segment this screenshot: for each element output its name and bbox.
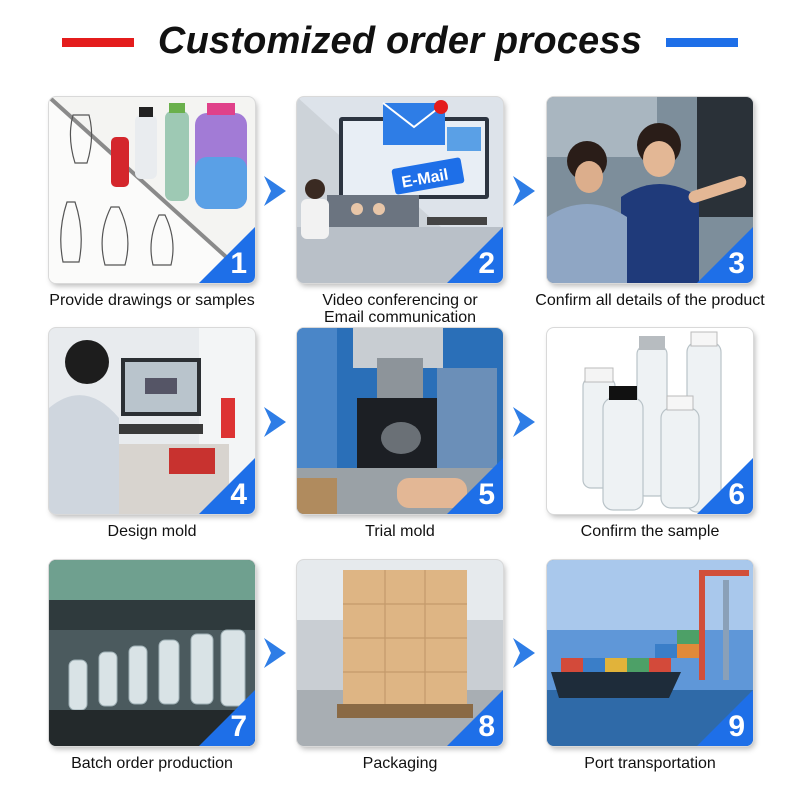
step-card-9: 9: [547, 560, 753, 746]
step-card-5: 5: [297, 328, 503, 514]
video-conference-email-image: E-Mail: [297, 97, 503, 283]
step-label-8: Packaging: [362, 755, 438, 772]
step-card-8: 8: [297, 560, 503, 746]
step-number: 1: [230, 247, 247, 280]
step-card-4: 4: [49, 328, 255, 514]
blue-corner-triangle: [447, 690, 503, 746]
blue-corner-triangle: [697, 458, 753, 514]
chevron-right-icon: [513, 638, 535, 668]
step-number: 7: [230, 710, 247, 743]
step-card-1: 1: [49, 97, 255, 283]
step-label-3: Confirm all details of the product: [535, 292, 765, 309]
blue-decorative-line: [666, 38, 738, 47]
blue-corner-triangle: [697, 227, 753, 283]
step-number: 2: [478, 247, 495, 280]
red-decorative-line: [62, 38, 134, 47]
blue-corner-triangle: [199, 690, 255, 746]
step-label-2-line-2: Email communication: [323, 309, 477, 326]
step-number: 3: [728, 247, 745, 280]
step-number: 5: [478, 478, 495, 511]
step-label-6: Confirm the sample: [580, 523, 720, 540]
step-label-9: Port transportation: [584, 755, 716, 772]
chevron-right-icon: [264, 638, 286, 668]
pallet-packaging-image: [297, 560, 503, 746]
step-number: 6: [728, 478, 745, 511]
chevron-right-icon: [264, 407, 286, 437]
step-label-2: Video conferencing or Email communicatio…: [270, 292, 530, 326]
chevron-right-icon: [513, 176, 535, 206]
drawings-and-bottles-image: [49, 97, 255, 283]
clear-bottle-samples-image: [547, 328, 753, 514]
step-card-3: 3: [547, 97, 753, 283]
chevron-right-icon: [264, 176, 286, 206]
blue-corner-triangle: [447, 227, 503, 283]
blue-corner-triangle: [199, 227, 255, 283]
step-card-2: E-Mail 2: [297, 97, 503, 283]
step-number: 4: [230, 478, 247, 511]
title-bar: Customized order process: [0, 18, 800, 70]
step-label-7: Batch order production: [71, 755, 233, 772]
step-label-2-line-1: Video conferencing or: [322, 292, 478, 309]
blue-corner-triangle: [697, 690, 753, 746]
factory-workers-image: [547, 97, 753, 283]
page-title: Customized order process: [157, 20, 643, 62]
designer-at-computer-image: [49, 328, 255, 514]
blue-corner-triangle: [199, 458, 255, 514]
blue-corner-triangle: [447, 458, 503, 514]
production-line-image: [49, 560, 255, 746]
step-card-7: 7: [49, 560, 255, 746]
step-label-4: Design mold: [107, 523, 197, 540]
step-number: 9: [728, 710, 745, 743]
step-label-1: Provide drawings or samples: [49, 292, 255, 309]
step-card-6: 6: [547, 328, 753, 514]
chevron-right-icon: [513, 407, 535, 437]
step-number: 8: [478, 710, 495, 743]
step-label-5: Trial mold: [365, 523, 435, 540]
